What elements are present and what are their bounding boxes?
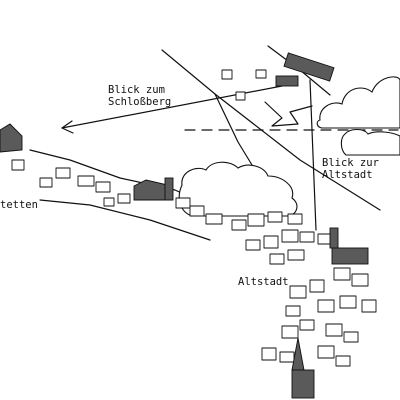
- cloud-right-lower: [340, 128, 400, 156]
- ridge-line-right: [214, 93, 381, 211]
- label-blick-schlossberg-2: Schloßberg: [108, 96, 171, 108]
- sightline-schlossberg: [61, 85, 283, 129]
- church-mid: [133, 177, 174, 201]
- label-left-village: tetten: [0, 199, 38, 211]
- cloud-right: [316, 76, 400, 129]
- label-blick-altstadt-1: Blick zur: [322, 157, 379, 169]
- left-chapel: [0, 123, 25, 171]
- label-altstadt: Altstadt: [238, 276, 289, 288]
- upper-ridge-line: [161, 49, 253, 166]
- lower-slope: [39, 199, 211, 241]
- arrowhead-left-icon: [61, 120, 74, 134]
- town-cluster: [175, 197, 369, 265]
- lower-old-town: [261, 267, 377, 399]
- label-blick-altstadt-2: Altstadt: [322, 169, 373, 181]
- label-blick-schlossberg-1: Blick zum: [108, 84, 165, 96]
- sightline-altstadt: [309, 79, 317, 231]
- castle-schlossberg: [221, 52, 335, 101]
- zigzag-slope: [264, 101, 313, 127]
- left-village: [39, 167, 131, 207]
